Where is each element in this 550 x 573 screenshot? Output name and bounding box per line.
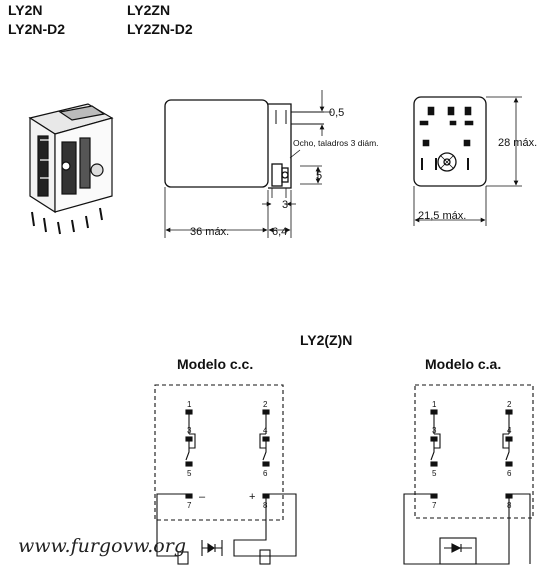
dc-pin-7: 7 [187, 501, 192, 510]
ac-pin-labels: 1 2 3 4 5 6 7 8 [432, 400, 512, 510]
ac-pin-3: 3 [432, 426, 437, 435]
schematic-title: LY2(Z)N [300, 332, 352, 348]
model-codes: LY2N LY2N-D2 LY2ZN LY2ZN-D2 [8, 2, 193, 37]
dc-pin-labels: 1 2 3 4 5 6 7 8 – + [187, 400, 268, 510]
dc-pin-1: 1 [187, 400, 192, 409]
relay-photo [28, 103, 114, 235]
ac-pin-5: 5 [432, 469, 437, 478]
dc-pin-5: 5 [187, 469, 192, 478]
watermark-text: www.furgovw.org [18, 535, 186, 557]
ac-contact-left [430, 409, 441, 467]
side-view [164, 90, 332, 238]
ac-pin-4: 4 [507, 426, 512, 435]
ac-contact-right [502, 409, 513, 467]
ac-pin-6: 6 [507, 469, 512, 478]
ac-pin-1: 1 [432, 400, 437, 409]
dc-plus-sign: + [249, 491, 255, 503]
dim-thickness: 0,5 [329, 107, 344, 119]
ac-pin-7: 7 [432, 501, 437, 510]
dc-contact-left [185, 409, 196, 467]
dim-width: 21,5 máx. [418, 210, 466, 222]
dc-coil-terminals [156, 493, 297, 565]
dc-pin-2: 2 [263, 400, 268, 409]
ac-model-label: Modelo c.a. [425, 356, 501, 372]
bottom-view [413, 96, 522, 226]
ac-coil-terminals [403, 493, 531, 565]
dc-pin-8: 8 [263, 501, 268, 510]
dc-minus-sign: – [199, 491, 206, 503]
model-code-ly2n-d2: LY2N-D2 [8, 21, 65, 37]
dim-hole-pitch: 5 [316, 170, 322, 182]
ac-schematic [403, 384, 534, 565]
dc-contact-right [259, 409, 270, 467]
dim-hole-note: Ocho, taladros 3 diám. [293, 138, 379, 148]
bottom-view-body [413, 96, 487, 187]
dim-height: 28 máx. [498, 137, 537, 149]
dc-pin-6: 6 [263, 469, 268, 478]
dc-pin-4: 4 [263, 426, 268, 435]
dim-length: 36 máx. [190, 226, 229, 238]
model-code-ly2zn-d2: LY2ZN-D2 [127, 21, 193, 37]
model-code-ly2n: LY2N [8, 2, 43, 18]
side-view-body [164, 99, 269, 188]
dim-pin-width: 3 [282, 199, 288, 211]
dim-pin-offset: 6,4 [272, 226, 287, 238]
dc-pin-3: 3 [187, 426, 192, 435]
dc-schematic [154, 384, 297, 565]
ac-pin-8: 8 [507, 501, 512, 510]
dc-model-label: Modelo c.c. [177, 356, 253, 372]
ac-pin-2: 2 [507, 400, 512, 409]
model-code-ly2zn: LY2ZN [127, 2, 170, 18]
